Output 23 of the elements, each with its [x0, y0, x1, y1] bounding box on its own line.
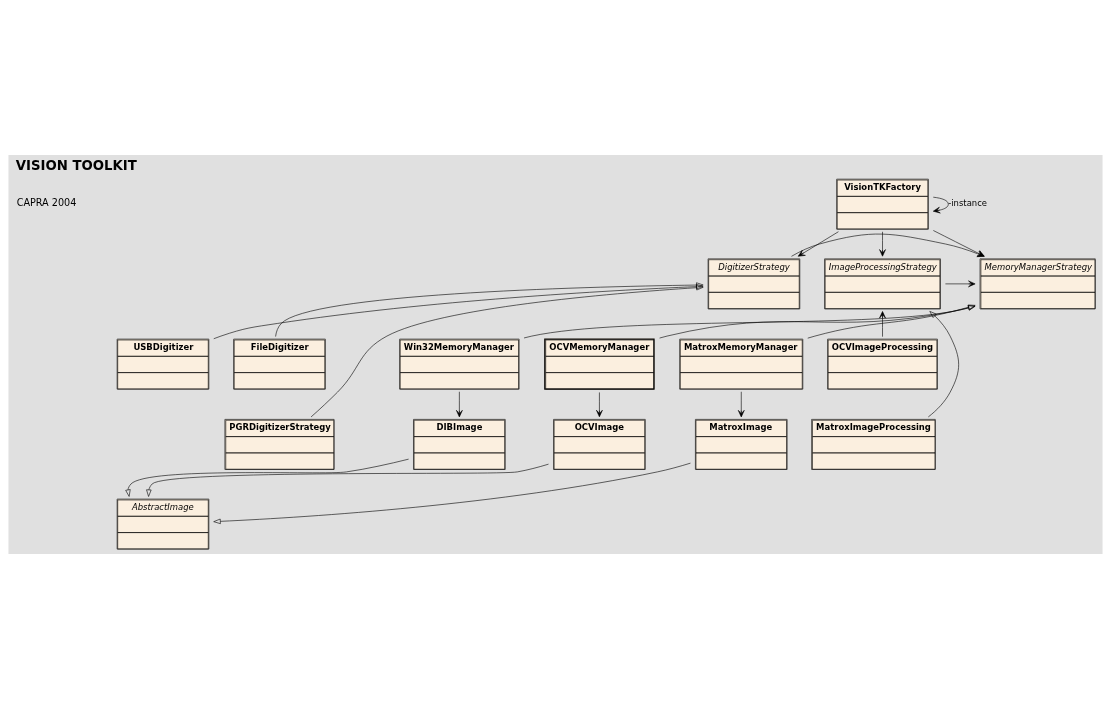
arrow: [659, 304, 976, 338]
arrow: [933, 229, 985, 257]
arrow: [275, 281, 704, 337]
arrow: [146, 463, 549, 497]
arrow: [933, 196, 949, 213]
arrow: [125, 458, 409, 497]
arrow: [738, 390, 745, 417]
arrow: [807, 304, 976, 338]
diagram-title: VISION TOOLKIT: [15, 157, 137, 173]
arrow: [310, 284, 704, 417]
arrow: [596, 391, 603, 417]
arrow: [879, 231, 886, 256]
arrow: [879, 310, 886, 337]
arrow: [523, 304, 976, 338]
arrow: [213, 283, 704, 339]
arrow: [928, 310, 959, 417]
edge-label: -instance: [948, 197, 988, 208]
arrow: [945, 280, 976, 287]
arrow: [797, 230, 839, 257]
arrow: [456, 390, 463, 417]
arrow: [791, 233, 985, 257]
arrow: [213, 462, 691, 524]
label: CAPRA 2004: [16, 196, 77, 208]
